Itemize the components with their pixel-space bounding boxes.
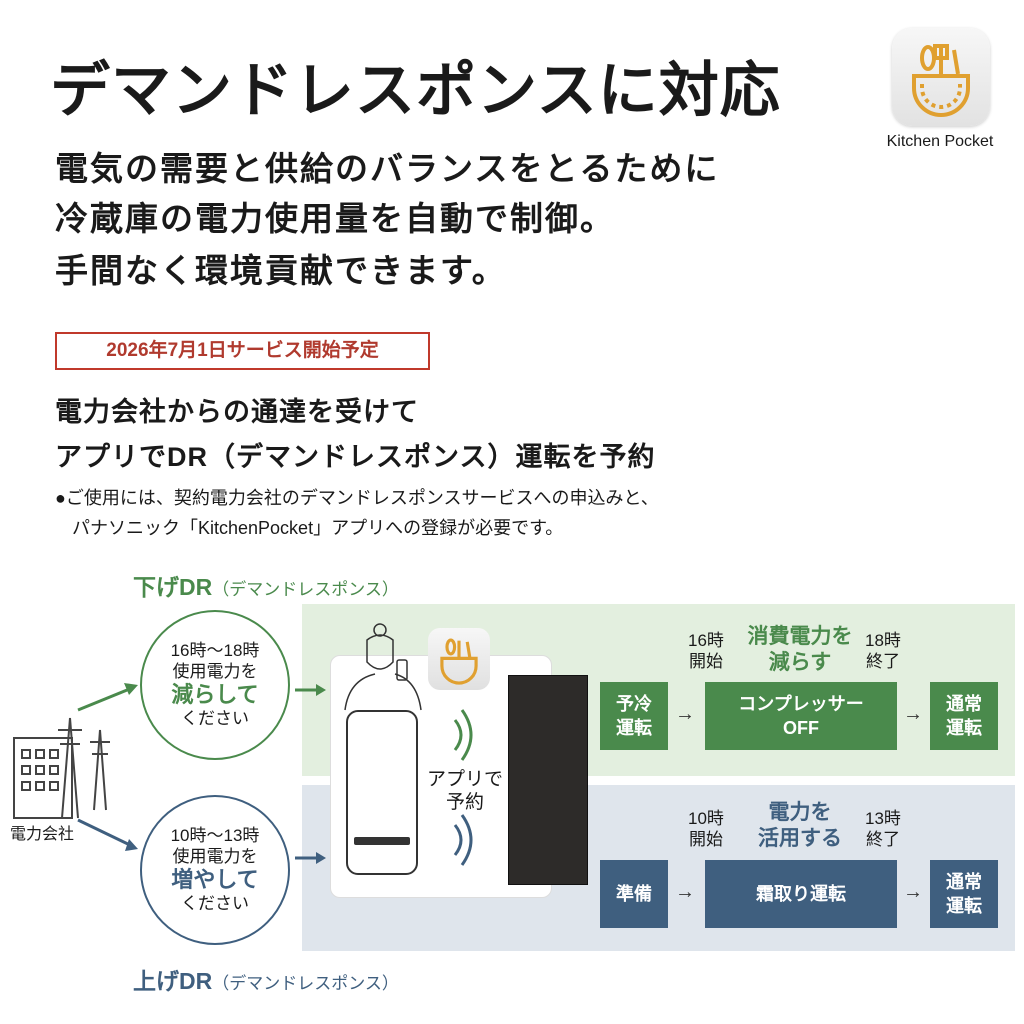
step-precool: 予冷運転	[600, 682, 668, 750]
down-dr-label: 下げDR（デマンドレスポンス）	[133, 574, 399, 600]
up-dr-label: 上げDR（デマンドレスポンス）	[133, 968, 399, 994]
kitchen-pocket-app-icon	[892, 28, 990, 126]
subtitle-line-1: 電気の需要と供給のバランスをとるために	[55, 150, 720, 187]
arrow-icon: →	[903, 881, 923, 903]
heading-line-1: 電力会社からの通達を受けて	[55, 397, 419, 427]
note-line-1: ●ご使用には、契約電力会社のデマンドレスポンスサービスへの申込みと、	[55, 488, 659, 508]
signal-waves-icon	[453, 709, 473, 866]
pocket-utensils-icon	[912, 44, 970, 117]
refrigerator-image	[508, 675, 588, 885]
phone-app-button	[354, 837, 410, 845]
step-defrost: 霜取り運転	[705, 860, 897, 928]
subtitle-line-3: 手間なく環境貢献できます。	[55, 252, 507, 289]
up-dr-request-circle: 10時〜13時使用電力を 増やしてください	[140, 795, 290, 945]
down-dr-start: 16時開始	[688, 631, 724, 671]
down-dr-caption: 消費電力を減らす	[747, 625, 853, 674]
up-dr-end: 13時終了	[865, 809, 901, 849]
step-prepare: 準備	[600, 860, 668, 928]
person-using-phone-illustration	[344, 623, 422, 711]
flow-arrows	[77, 683, 326, 864]
down-dr-request-circle: 16時〜18時使用電力を 減らしてください	[140, 610, 290, 760]
arrow-icon: →	[675, 881, 695, 903]
down-dr-end: 18時終了	[865, 631, 901, 671]
app-icon-small	[428, 628, 490, 690]
note-line-2: パナソニック「KitchenPocket」アプリへの登録が必要です。	[72, 518, 564, 538]
subtitle-line-2: 冷蔵庫の電力使用量を自動で制御。	[55, 200, 615, 237]
heading-line-2: アプリでDR（デマンドレスポンス）運転を予約	[55, 442, 656, 472]
arrow-icon: →	[675, 703, 695, 725]
pocket-utensils-icon	[440, 638, 478, 685]
up-dr-start: 10時開始	[688, 809, 724, 849]
service-date-badge: 2026年7月1日サービス開始予定	[55, 332, 430, 370]
step-normal-operation-up: 通常運転	[930, 860, 998, 928]
page-title: デマンドレスポンスに対応	[50, 57, 781, 124]
logo-text: Kitchen Pocket	[886, 133, 994, 150]
up-dr-caption: 電力を活用する	[758, 801, 842, 850]
power-company-label: 電力会社	[10, 826, 75, 843]
smartphone-illustration	[346, 710, 418, 875]
app-reserve-label: アプリで予約	[426, 769, 503, 813]
arrow-icon: →	[903, 703, 923, 725]
step-normal-operation-down: 通常運転	[930, 682, 998, 750]
power-company-building-icon	[13, 717, 110, 819]
